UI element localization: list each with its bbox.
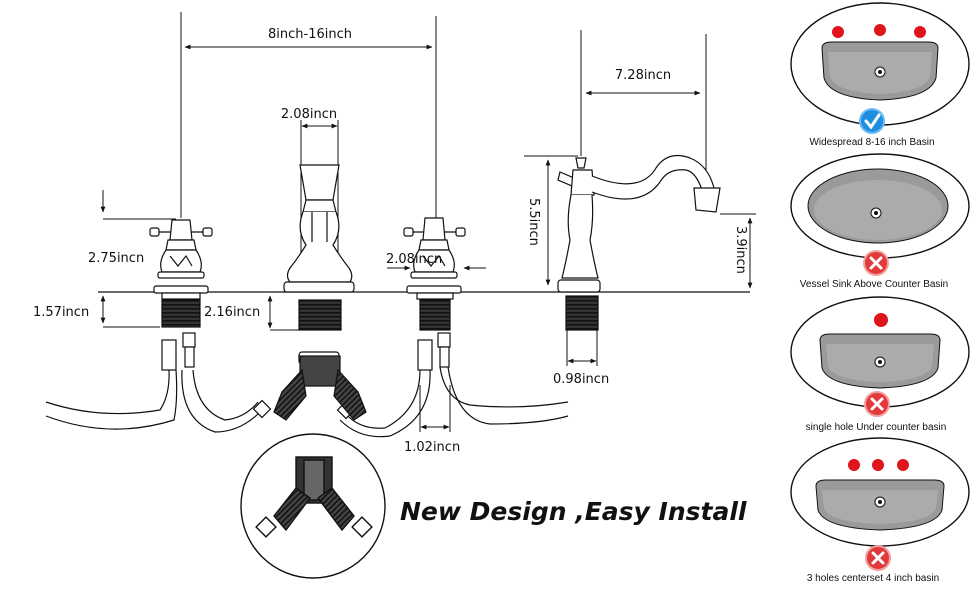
cross-icon [864, 391, 890, 417]
basin-single-hole: single hole Under counter basin [790, 296, 970, 433]
basin-caption: 3 holes centerset 4 inch basin [807, 573, 939, 584]
faucet-hole [874, 24, 886, 36]
center-spout [283, 164, 355, 365]
faucet-hole [848, 459, 860, 471]
t-connector [273, 355, 367, 421]
connector-zoom-circle [240, 433, 386, 579]
faucet-hole [897, 459, 909, 471]
shank-length-label: 1.57incn [33, 305, 89, 320]
basin-vessel: Vessel Sink Above Counter Basin [790, 153, 970, 290]
faucet-hole [874, 313, 888, 327]
basin-caption: Widespread 8-16 inch Basin [809, 137, 934, 148]
handle-height-label: 2.75incn [88, 251, 144, 266]
hoses [45, 366, 569, 438]
spout-width-label: 2.08incn [281, 107, 337, 122]
side-spout [557, 155, 721, 331]
hose-gap-label: 1.02incn [404, 440, 460, 455]
basin-centerset: 3 holes centerset 4 inch basin [790, 437, 970, 584]
handle-width-label: 2.08incn [386, 252, 442, 267]
faucet-hole [832, 26, 844, 38]
tagline: New Design ,Easy Install [400, 497, 747, 526]
basin-caption: single hole Under counter basin [806, 422, 947, 433]
spout-shank-label: 2.16incn [204, 305, 260, 320]
faucet-hole [872, 459, 884, 471]
shank-diameter-label: 0.98incn [553, 372, 609, 387]
basin-caption: Vessel Sink Above Counter Basin [800, 279, 948, 290]
reach-label: 7.28incn [615, 68, 671, 83]
cross-icon [863, 250, 889, 276]
spout-height-label: 5.5incn [526, 198, 541, 246]
faucet-hole [914, 26, 926, 38]
check-icon [859, 108, 885, 134]
right-handle [403, 217, 466, 371]
basin-widespread: Widespread 8-16 inch Basin [790, 2, 970, 148]
cross-icon [865, 545, 891, 571]
spread-label: 8inch-16inch [268, 27, 352, 42]
left-handle [149, 219, 213, 371]
spout-clearance-label: 3.9incn [733, 226, 748, 274]
